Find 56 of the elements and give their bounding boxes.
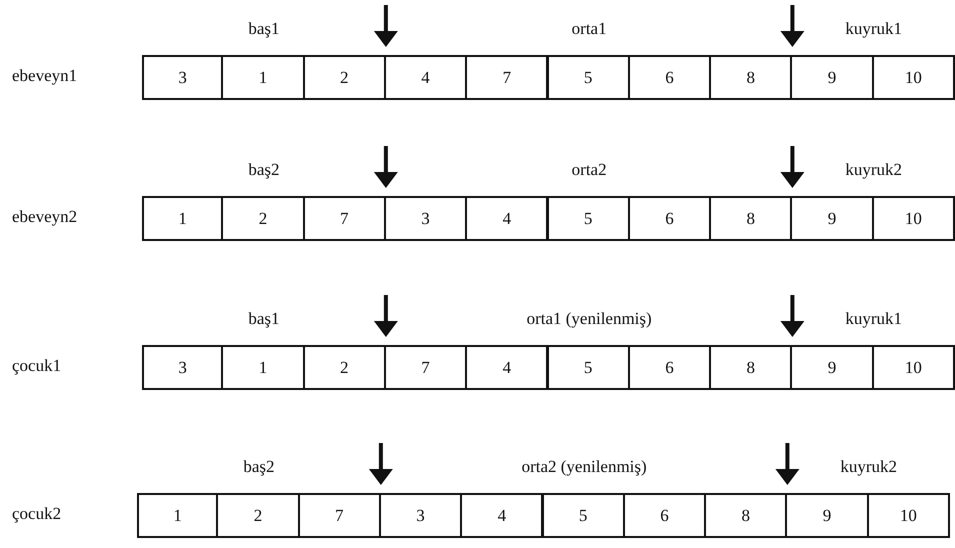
gene-cell: 3 bbox=[384, 196, 468, 241]
gene-cell: 7 bbox=[465, 55, 548, 100]
gene-cell: 5 bbox=[542, 493, 625, 538]
gene-cell: 6 bbox=[628, 196, 712, 241]
segment-label: kuyruk1 bbox=[845, 309, 902, 329]
row-label: ebeveyn1 bbox=[12, 66, 78, 86]
gene-cell: 9 bbox=[785, 493, 869, 538]
gene-cell: 1 bbox=[221, 345, 305, 390]
segment-label: baş1 bbox=[248, 19, 280, 39]
gene-cell: 1 bbox=[221, 55, 305, 100]
gene-cell: 9 bbox=[790, 196, 874, 241]
segment-label: baş2 bbox=[248, 160, 280, 180]
gene-cell: 3 bbox=[378, 493, 462, 538]
row-label: ebeveyn2 bbox=[12, 207, 78, 227]
gene-cell: 5 bbox=[546, 345, 630, 390]
gene-cell: 2 bbox=[302, 55, 386, 100]
gene-cell: 1 bbox=[142, 196, 224, 241]
segment-label: kuyruk2 bbox=[840, 457, 898, 477]
gene-cell: 9 bbox=[790, 345, 874, 390]
gene-cell: 3 bbox=[142, 345, 224, 390]
segment-label: orta1 (yenilenmiş) bbox=[526, 309, 652, 329]
segment-label: kuyruk1 bbox=[845, 19, 902, 39]
gene-cell: 5 bbox=[546, 196, 630, 241]
gene-cell: 2 bbox=[302, 345, 386, 390]
gene-cell: 2 bbox=[221, 196, 305, 241]
gene-cell: 7 bbox=[384, 345, 468, 390]
gene-cell: 6 bbox=[622, 493, 706, 538]
gene-cell: 1 bbox=[137, 493, 218, 538]
gene-cell: 4 bbox=[384, 55, 468, 100]
gene-cell: 8 bbox=[709, 196, 792, 241]
row-label: çocuk1 bbox=[12, 356, 62, 376]
segment-label: baş2 bbox=[243, 457, 275, 477]
segment-label: orta2 bbox=[572, 160, 607, 180]
gene-cell: 8 bbox=[704, 493, 788, 538]
gene-cell: 10 bbox=[872, 196, 955, 241]
gene-cell: 7 bbox=[302, 196, 386, 241]
gene-cell: 9 bbox=[790, 55, 874, 100]
gene-cell: 4 bbox=[465, 345, 548, 390]
gene-cell: 8 bbox=[709, 345, 792, 390]
segment-label: orta2 (yenilenmiş) bbox=[522, 457, 647, 477]
gene-cell: 5 bbox=[546, 55, 630, 100]
gene-cell: 10 bbox=[872, 345, 955, 390]
gene-cell: 6 bbox=[628, 345, 712, 390]
gene-cell: 2 bbox=[216, 493, 300, 538]
segment-label: kuyruk2 bbox=[845, 160, 902, 180]
gene-cell: 10 bbox=[872, 55, 955, 100]
gene-cell: 10 bbox=[866, 493, 950, 538]
gene-cell: 3 bbox=[142, 55, 224, 100]
segment-label: orta1 bbox=[572, 19, 607, 39]
gene-cell: 4 bbox=[460, 493, 544, 538]
gene-cell: 7 bbox=[298, 493, 381, 538]
row-label: çocuk2 bbox=[12, 504, 62, 524]
gene-cell: 8 bbox=[709, 55, 792, 100]
segment-label: baş1 bbox=[248, 309, 280, 329]
gene-cell: 4 bbox=[465, 196, 548, 241]
gene-cell: 6 bbox=[628, 55, 712, 100]
